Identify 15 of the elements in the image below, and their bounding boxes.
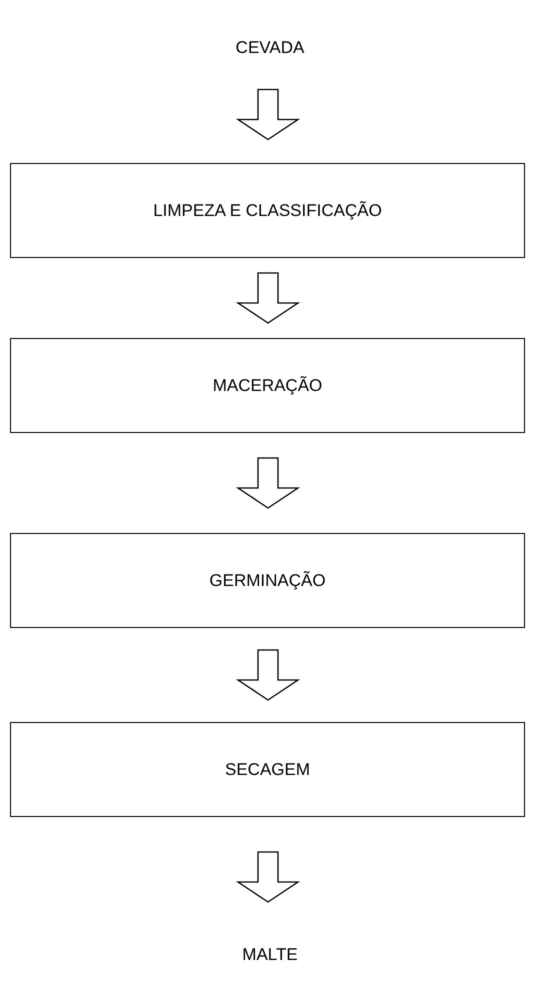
block-arrow [236, 851, 300, 903]
process-box [10, 533, 525, 628]
step-label: MALTE [242, 945, 298, 965]
step-label: LIMPEZA E CLASSIFICAÇÃO [153, 200, 382, 220]
process-box [10, 338, 525, 433]
step-label: CEVADA [236, 38, 304, 58]
block-arrow [236, 272, 300, 324]
block-arrow [236, 88, 300, 140]
step-label: GERMINAÇÃO [209, 570, 326, 590]
block-arrow [236, 457, 300, 509]
process-box [10, 722, 525, 817]
step-label: MACERAÇÃO [212, 376, 322, 396]
step-label: SECAGEM [224, 760, 310, 780]
block-arrow [236, 649, 300, 701]
process-box [10, 163, 525, 258]
